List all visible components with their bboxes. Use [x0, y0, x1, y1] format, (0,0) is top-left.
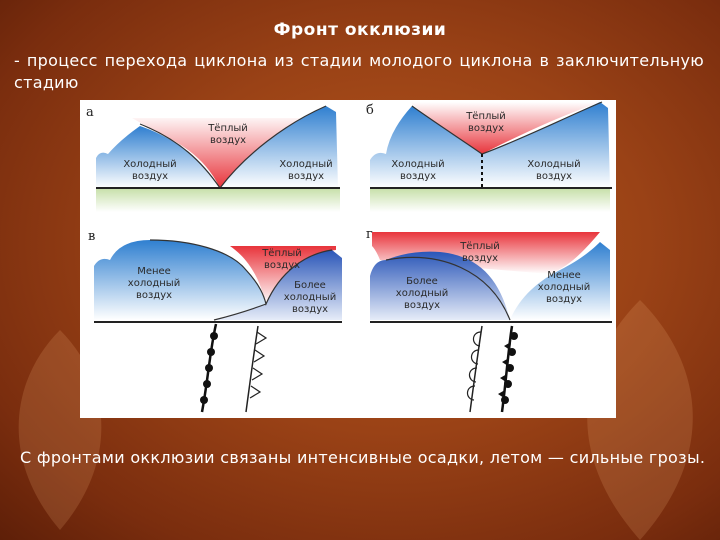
more-cold-air [214, 250, 342, 320]
cold-air-right [482, 102, 610, 188]
intro-text: - процесс перехода циклона из стадии мол… [14, 51, 704, 92]
cold-front-line [245, 325, 259, 413]
panel-g-label: г [366, 227, 373, 242]
occluded-front-triangles [498, 342, 511, 398]
panel-b-label: б [366, 103, 374, 118]
cold-front-triangles [249, 331, 268, 399]
panel-a-label: а [86, 105, 94, 120]
warm-air-region [132, 114, 316, 188]
less-cold-air [94, 240, 266, 320]
cold-air-left [370, 106, 482, 188]
slide-title: Фронт окклюзии [273, 20, 447, 40]
ground-layer [370, 188, 610, 212]
conclusion-text: С фронтами окклюзии связаны интенсивные … [20, 448, 706, 467]
front-line [149, 239, 333, 306]
warm-front-semicircles [200, 332, 218, 404]
ground-layer [96, 188, 340, 212]
front-line [385, 256, 511, 321]
front-line [411, 101, 603, 155]
warm-air-region [410, 102, 600, 154]
less-cold-air [510, 242, 610, 320]
cold-air-right [220, 106, 338, 188]
cold-air-left [96, 126, 220, 188]
warm-air-region [230, 246, 336, 304]
panel-v-label: в [88, 229, 95, 244]
warm-front-semicircles [466, 331, 482, 401]
more-cold-air [370, 251, 510, 320]
